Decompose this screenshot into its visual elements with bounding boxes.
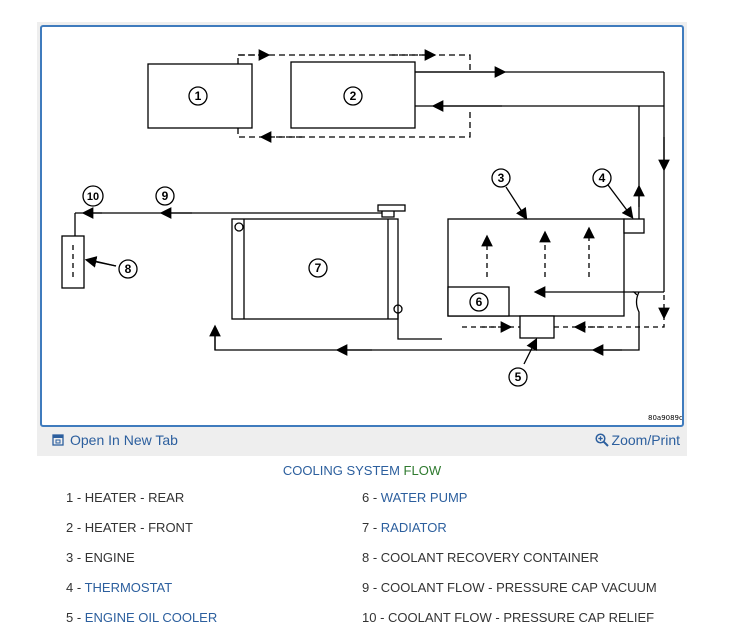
callouts: 1 2 3 4 5 6 7 8 9 10 — [82, 86, 612, 387]
recovery-container-box — [61, 235, 85, 289]
open-new-tab-icon — [52, 434, 64, 446]
callout-6: 6 — [469, 292, 489, 312]
callout-7: 7 — [308, 258, 328, 278]
oil-cooler-box — [519, 315, 555, 339]
legend-item-2: 2 - HEATER - FRONT — [66, 520, 193, 535]
legend-item-4: 4 - THERMOSTAT — [66, 580, 173, 595]
zoom-print-link[interactable]: Zoom/Print — [594, 432, 680, 448]
callout-4: 4 — [592, 168, 612, 188]
callout-5: 5 — [508, 367, 528, 387]
callout-8: 8 — [118, 259, 138, 279]
callout-1: 1 — [188, 86, 208, 106]
figure-caption: COOLING SYSTEM FLOW — [0, 463, 724, 478]
svg-text:9: 9 — [162, 189, 169, 203]
magnifier-plus-icon — [594, 433, 609, 447]
engine-oil-cooler-link[interactable]: ENGINE OIL COOLER — [84, 610, 218, 625]
legend-item-10: 10 - COOLANT FLOW - PRESSURE CAP RELIEF — [362, 610, 655, 625]
figure-footer: Open In New Tab Zoom/Print — [40, 428, 684, 454]
svg-text:8: 8 — [125, 262, 132, 276]
open-new-tab-link[interactable]: Open In New Tab — [52, 432, 178, 448]
legend-item-3: 3 - ENGINE — [66, 550, 135, 565]
svg-text:6: 6 — [476, 295, 483, 309]
svg-text:10: 10 — [87, 191, 99, 203]
svg-text:3: 3 — [498, 171, 505, 185]
svg-text:5: 5 — [515, 370, 522, 384]
figure-code: 80a9089c — [648, 414, 682, 422]
thermostat-link[interactable]: THERMOSTAT — [84, 580, 173, 595]
svg-text:4: 4 — [599, 171, 606, 185]
legend-item-8: 8 - COOLANT RECOVERY CONTAINER — [362, 550, 599, 565]
caption-accent: FLOW — [403, 463, 442, 478]
cooling-system-diagram[interactable]: 1 2 3 4 5 6 7 8 9 10 80a9089c — [40, 25, 684, 427]
legend-item-9: 9 - COOLANT FLOW - PRESSURE CAP VACUUM — [362, 580, 657, 595]
radiator-link[interactable]: RADIATOR — [380, 520, 447, 535]
svg-text:1: 1 — [195, 89, 202, 103]
callout-3: 3 — [491, 168, 511, 188]
legend-item-6: 6 - WATER PUMP — [362, 490, 468, 505]
legend-item-1: 1 - HEATER - REAR — [66, 490, 185, 505]
callout-9: 9 — [155, 186, 175, 206]
thermostat-box — [623, 218, 645, 234]
water-pump-link[interactable]: WATER PUMP — [380, 490, 468, 505]
svg-text:2: 2 — [350, 89, 357, 103]
legend-item-7: 7 - RADIATOR — [362, 520, 447, 535]
svg-text:7: 7 — [315, 261, 322, 275]
callout-10: 10 — [82, 185, 104, 207]
caption-main: COOLING SYSTEM — [282, 463, 404, 478]
diagram-svg: 1 2 3 4 5 6 7 8 9 10 80a9089c — [61, 49, 682, 422]
callout-2: 2 — [343, 86, 363, 106]
figure-frame: 1 2 3 4 5 6 7 8 9 10 80a9089c Open In Ne… — [37, 22, 687, 456]
open-new-tab-label: Open In New Tab — [70, 432, 178, 448]
zoom-print-label: Zoom/Print — [611, 432, 680, 448]
legend-item-5: 5 - ENGINE OIL COOLER — [66, 610, 218, 625]
